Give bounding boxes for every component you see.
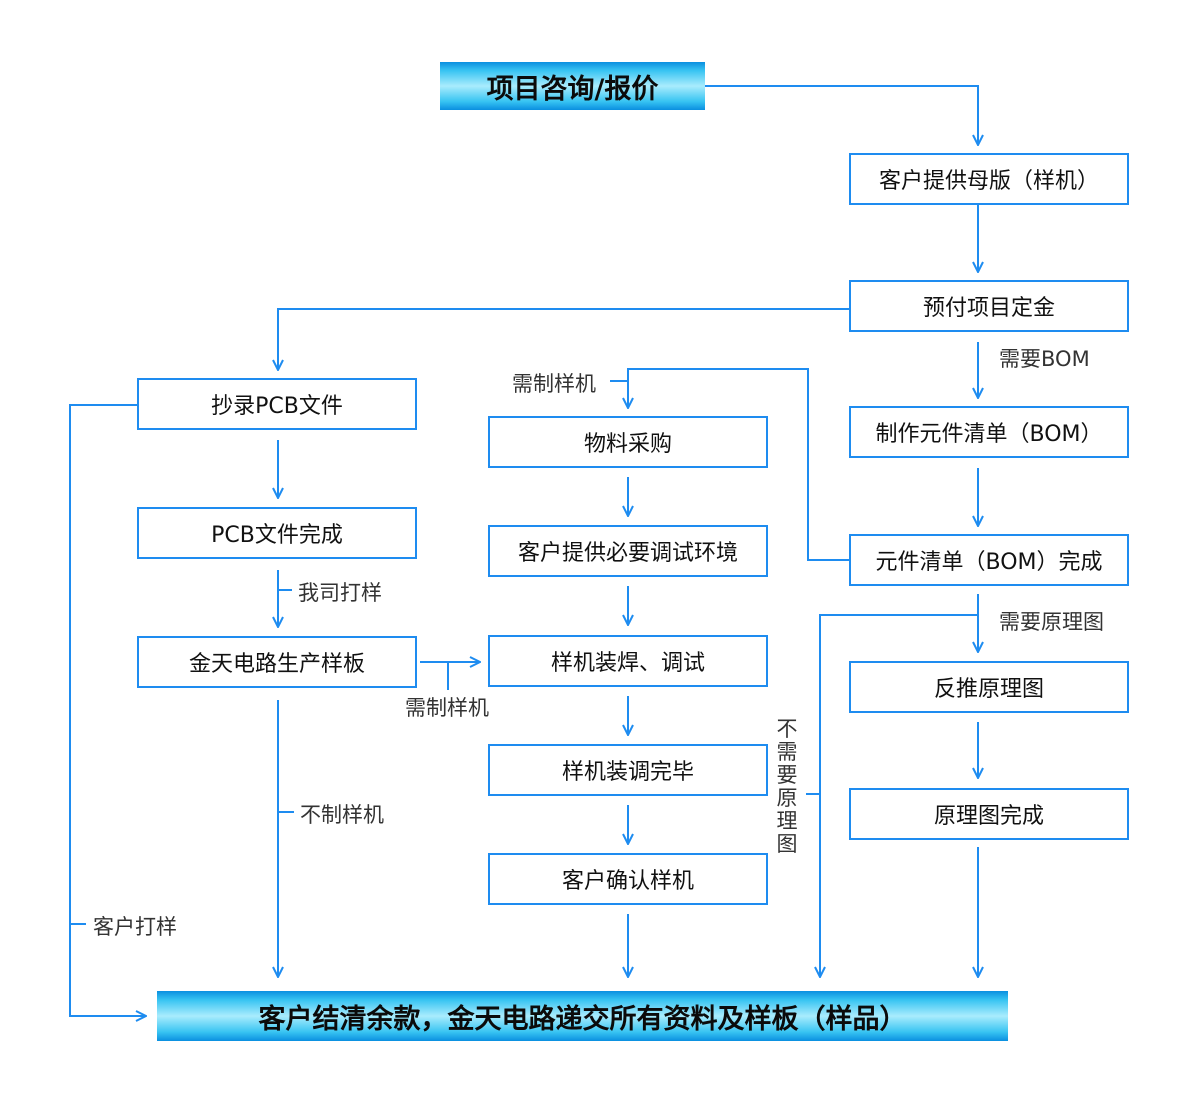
edge-no-schematic bbox=[820, 614, 978, 977]
node-bom-done: 元件清单（BOM）完成 bbox=[849, 534, 1129, 586]
node-produce-sample: 金天电路生产样板 bbox=[137, 636, 417, 688]
node-reverse-schematic: 反推原理图 bbox=[849, 661, 1129, 713]
node-confirm-sample: 客户确认样机 bbox=[488, 853, 768, 905]
label-need-schematic: 需要原理图 bbox=[999, 610, 1104, 634]
node-inquiry: 项目咨询/报价 bbox=[440, 62, 705, 110]
node-provide-board: 客户提供母版（样机） bbox=[849, 153, 1129, 205]
node-purchase: 物料采购 bbox=[488, 416, 768, 468]
node-schematic-done: 原理图完成 bbox=[849, 788, 1129, 840]
label-need-bom: 需要BOM bbox=[999, 347, 1090, 371]
node-debug-env: 客户提供必要调试环境 bbox=[488, 525, 768, 577]
node-assembly-done: 样机装调完毕 bbox=[488, 744, 768, 796]
label-need-sample-top: 需制样机 bbox=[512, 372, 596, 396]
label-need-sample-mid: 需制样机 bbox=[405, 696, 489, 720]
node-make-bom: 制作元件清单（BOM） bbox=[849, 406, 1129, 458]
label-customer-sampling: 客户打样 bbox=[93, 915, 177, 939]
node-final: 客户结清余款，金天电路递交所有资料及样板（样品） bbox=[157, 991, 1008, 1041]
label-no-sample: 不制样机 bbox=[300, 803, 384, 827]
node-solder-debug: 样机装焊、调试 bbox=[488, 635, 768, 687]
label-our-sampling: 我司打样 bbox=[298, 581, 382, 605]
edge-customer-sampling bbox=[69, 404, 146, 1016]
label-no-schematic: 不需要原理图 bbox=[776, 717, 798, 856]
node-copy-pcb: 抄录PCB文件 bbox=[137, 378, 417, 430]
edge-inquiry-to-provide-board bbox=[705, 85, 978, 145]
edge-deposit-to-copy-pcb bbox=[278, 308, 850, 370]
node-pcb-done: PCB文件完成 bbox=[137, 507, 417, 559]
node-deposit: 预付项目定金 bbox=[849, 280, 1129, 332]
